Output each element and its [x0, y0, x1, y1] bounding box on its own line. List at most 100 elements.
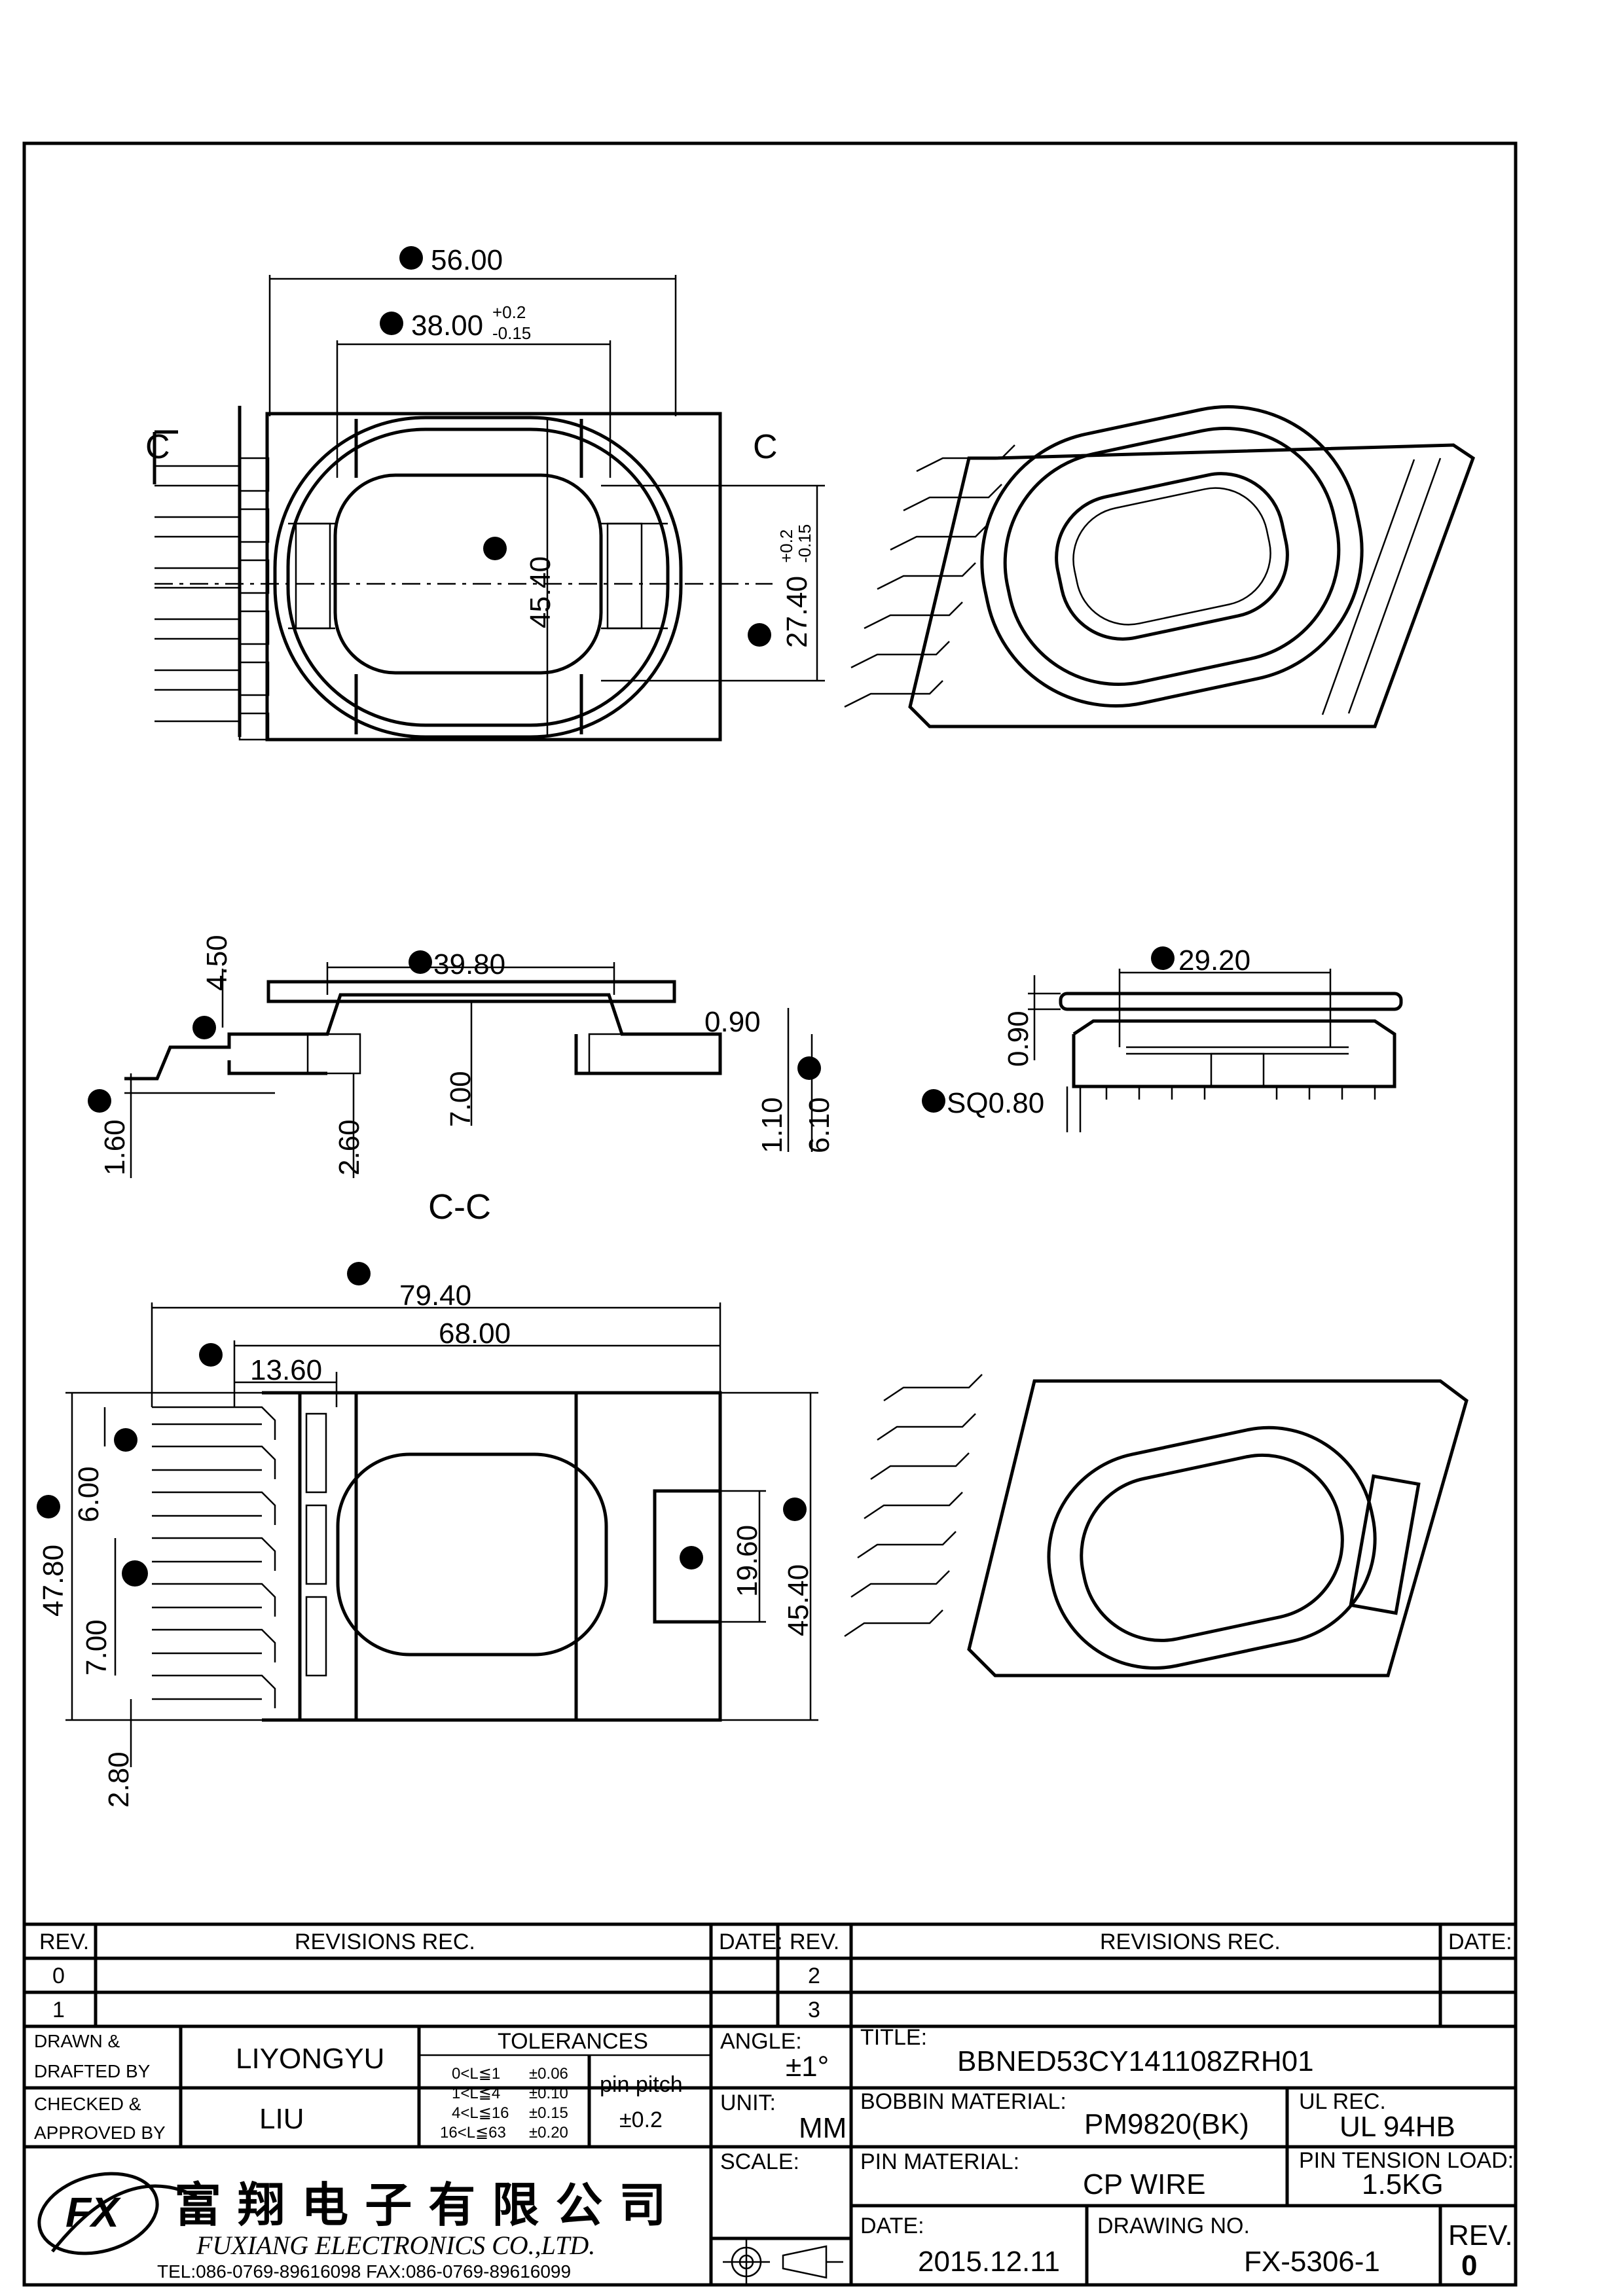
top-view	[153, 275, 825, 742]
dim-68-value: 68.00	[439, 1318, 511, 1350]
balloon-c1: C1	[122, 1560, 148, 1587]
balloon-a: A	[922, 1089, 945, 1113]
section-title: C-C	[428, 1187, 491, 1227]
drawn-by: LIYONGYU	[236, 2043, 384, 2075]
dim-2-60-value: 2.60	[333, 1119, 365, 1175]
pin-pitch-value: ±0.2	[619, 2108, 663, 2132]
rec-header-right: REVISIONS REC.	[1100, 1929, 1281, 1954]
tol-range-2: 4<L≦16	[452, 2104, 509, 2122]
balloon-d: D	[88, 1089, 111, 1113]
dim-h-value: 27.40	[781, 576, 813, 648]
drawing-no-label: DRAWING NO.	[1097, 2214, 1250, 2238]
rev-left-0: 0	[52, 1964, 65, 1988]
balloon-m: M	[1151, 946, 1175, 970]
dim-n-value: 13.60	[250, 1354, 322, 1386]
drawn-label-1: DRAWN &	[34, 2031, 120, 2051]
checked-by: LIU	[259, 2103, 304, 2135]
isometric-view-bottom	[844, 1374, 1468, 1677]
dim-h-tol-plus: +0.2	[776, 529, 796, 563]
side-view	[1028, 969, 1403, 1132]
pin-tension-label: PIN TENSION LOAD:	[1299, 2148, 1514, 2173]
svg-text:C1: C1	[126, 1565, 146, 1583]
pin-material-value: CP WIRE	[1083, 2168, 1205, 2200]
rev-right-2: 2	[808, 1964, 820, 1988]
balloon-j: J	[192, 1016, 216, 1039]
section-view-cc	[124, 962, 813, 1178]
dim-7-00-value: 7.00	[445, 1071, 477, 1127]
bobbin-material-label: BOBBIN MATERIAL:	[860, 2089, 1067, 2114]
rec-header-left: REVISIONS REC.	[295, 1929, 475, 1954]
balloon-c: C	[114, 1428, 137, 1452]
dim-i-value: 39.80	[433, 948, 505, 980]
svg-text:J: J	[200, 1019, 208, 1037]
svg-text:G: G	[489, 540, 501, 558]
svg-text:N: N	[205, 1346, 216, 1364]
balloon-i: I	[409, 950, 432, 974]
tolerances-label: TOLERANCES	[498, 2029, 648, 2054]
svg-text:Q: Q	[685, 1549, 698, 1567]
dim-j-value: 4.50	[201, 935, 233, 991]
company-logo: FX	[37, 2172, 198, 2255]
dim-p-value: 45.40	[782, 1564, 814, 1636]
dim-c-value: 6.00	[73, 1466, 105, 1522]
pin-tension-value: 1.5KG	[1362, 2168, 1444, 2200]
tol-value-3: ±0.20	[529, 2124, 568, 2142]
dim-1-10-value: 1.10	[756, 1097, 788, 1153]
balloon-o: O	[37, 1495, 60, 1518]
bobbin-material-value: PM9820(BK)	[1084, 2108, 1249, 2140]
balloon-n: N	[199, 1343, 223, 1367]
isometric-view-top	[844, 405, 1476, 728]
rev-left-1: 1	[52, 1998, 65, 2022]
date-value: 2015.12.11	[918, 2246, 1060, 2278]
drawn-label-2: DRAFTED BY	[34, 2061, 151, 2081]
drawing-border	[22, 141, 1518, 2287]
company-name-cn: 富 翔 电 子 有 限 公 司	[174, 2178, 666, 2233]
svg-text:M: M	[1156, 950, 1169, 967]
pin-pitch-label: pin pitch	[600, 2072, 683, 2097]
svg-text:E: E	[405, 249, 416, 267]
section-mark-left: C	[145, 428, 170, 466]
unit-label: UNIT:	[720, 2090, 776, 2115]
balloon-q: Q	[680, 1546, 703, 1570]
rev-label: REV.	[1448, 2219, 1513, 2251]
rev-right-3: 3	[808, 1998, 820, 2022]
svg-text:F: F	[386, 315, 396, 332]
date-header-left: DATE:	[719, 1929, 783, 1954]
dim-f-value: 38.00	[411, 310, 483, 342]
ul-rec-label: UL REC.	[1299, 2089, 1386, 2114]
checked-label-2: APPROVED BY	[34, 2123, 166, 2143]
title-label: TITLE:	[860, 2025, 927, 2050]
dim-g-value: 45.40	[524, 556, 556, 628]
svg-text:D: D	[94, 1092, 105, 1110]
dim-c1-value: 7.00	[81, 1619, 113, 1676]
dim-o-value: 47.80	[37, 1545, 69, 1617]
dim-d-value: 1.60	[99, 1119, 131, 1175]
dim-h-tol-minus: -0.15	[795, 524, 814, 563]
dim-l-value: 6.10	[803, 1097, 835, 1153]
balloon-f: F	[380, 312, 403, 335]
svg-text:P: P	[790, 1501, 800, 1518]
company-name-en: FUXIANG ELECTRONICS CO.,LTD.	[196, 2231, 595, 2260]
dim-q-value: 19.60	[731, 1525, 763, 1597]
svg-text:H: H	[754, 626, 765, 644]
balloon-h: H	[748, 623, 771, 647]
dim-2-80-value: 2.80	[103, 1751, 135, 1808]
drawing-no-value: FX-5306-1	[1244, 2246, 1380, 2278]
section-mark-right: C	[753, 428, 778, 466]
svg-text:I: I	[417, 954, 422, 971]
svg-text:B: B	[354, 1265, 365, 1283]
tol-value-2: ±0.15	[529, 2104, 568, 2122]
revision-table	[24, 1922, 1516, 2285]
tol-value-1: ±0.10	[529, 2085, 568, 2102]
title-value: BBNED53CY141108ZRH01	[957, 2045, 1314, 2077]
ul-rec-value: UL 94HB	[1340, 2111, 1455, 2143]
angle-value: ±1°	[786, 2051, 829, 2083]
svg-text:L: L	[805, 1060, 814, 1077]
dim-e-value: 56.00	[431, 244, 503, 276]
dim-0-90-side-value: 0.90	[1002, 1011, 1034, 1067]
balloon-g: G	[483, 537, 507, 560]
tol-range-3: 16<L≦63	[440, 2124, 506, 2142]
dim-0-90-value: 0.90	[704, 1006, 761, 1038]
checked-label-1: CHECKED &	[34, 2094, 141, 2114]
